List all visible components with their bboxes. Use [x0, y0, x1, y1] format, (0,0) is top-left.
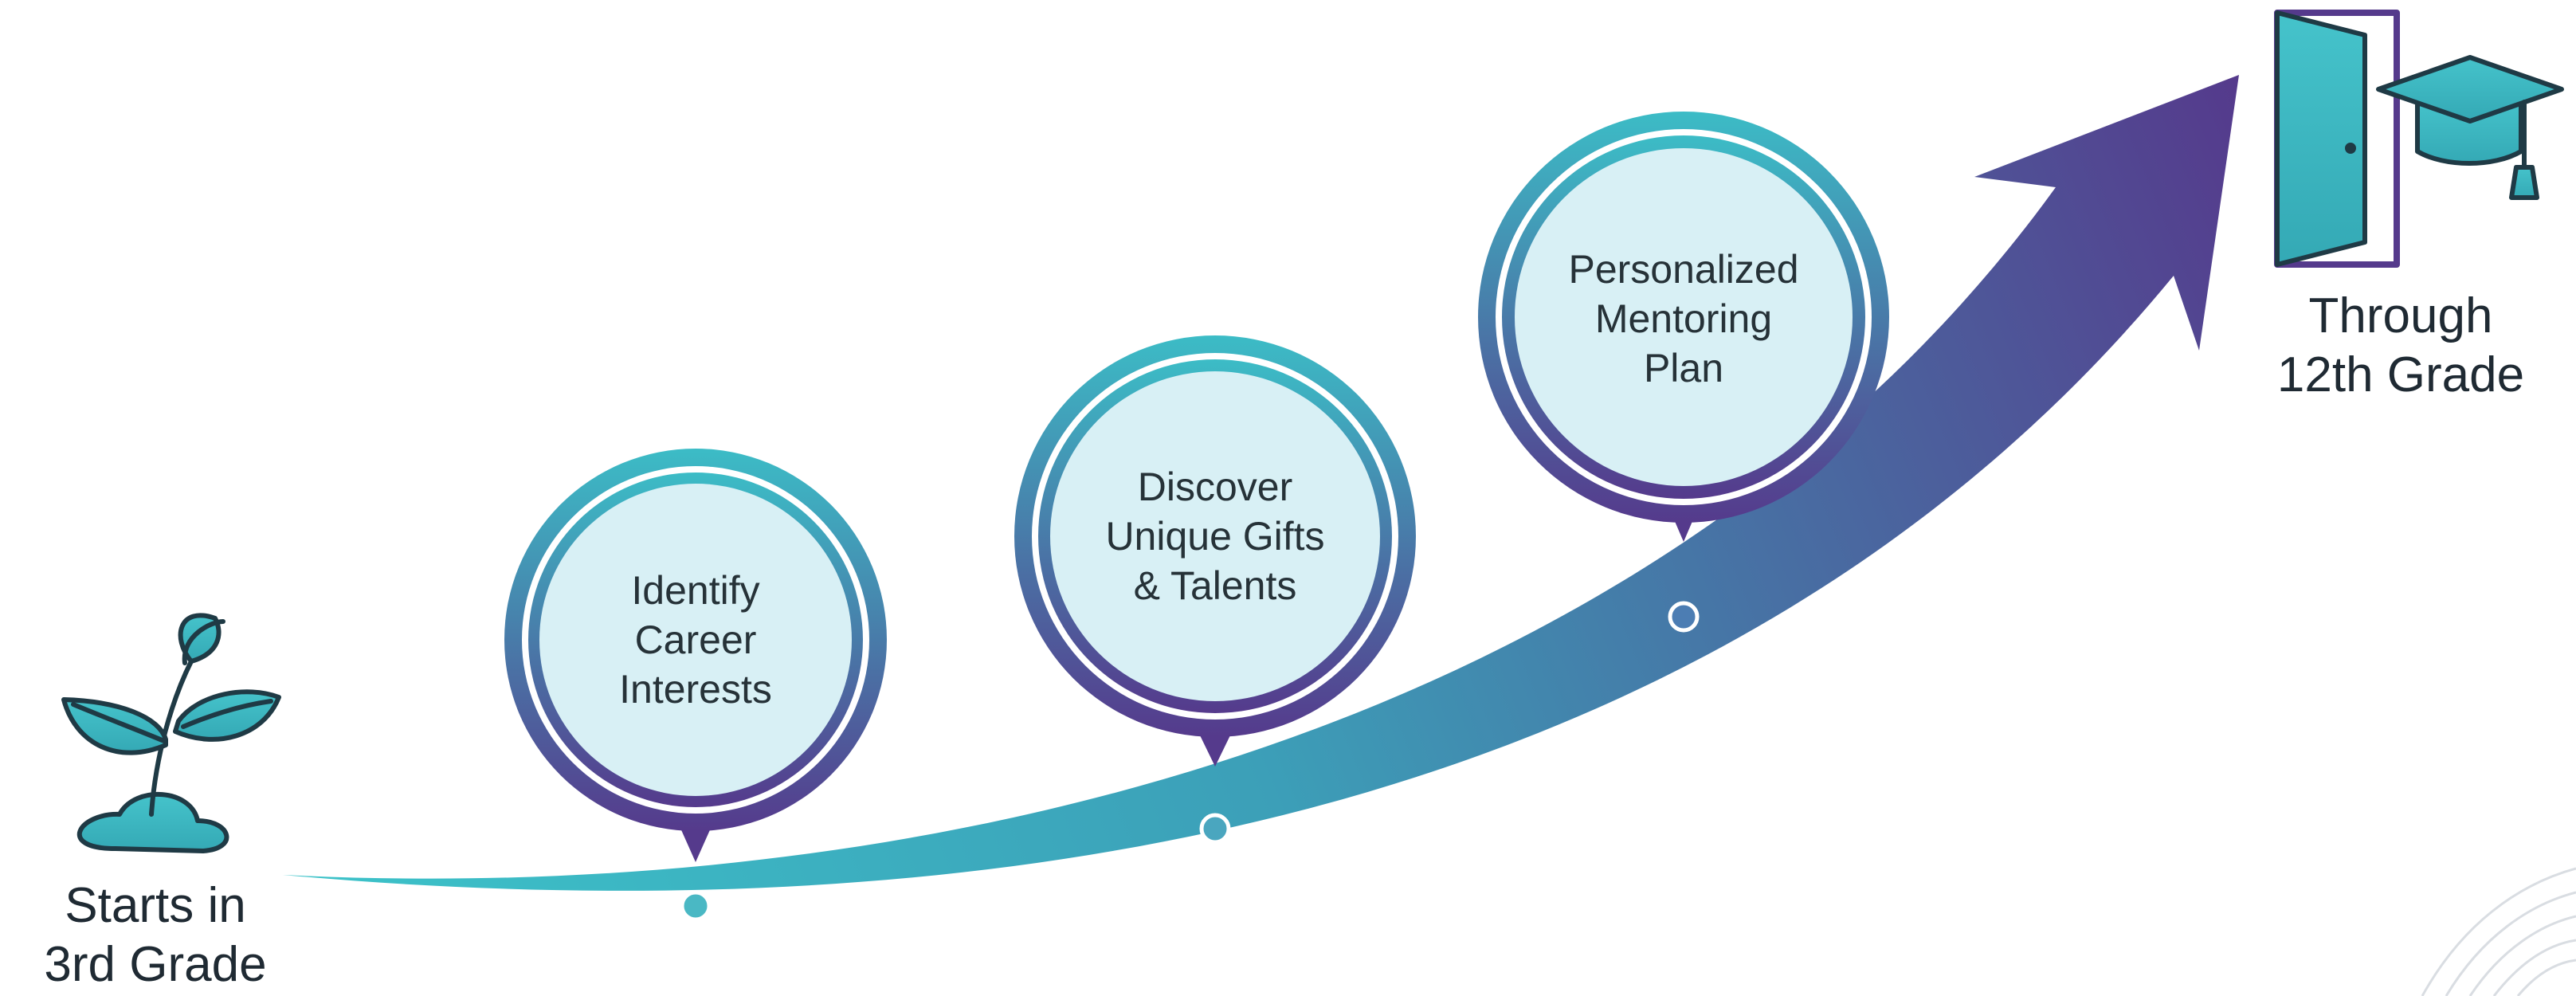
graduation-door-icon: [2274, 10, 2564, 268]
arrow-dot-1: [680, 890, 712, 922]
end-label-line-1: Through: [2308, 288, 2493, 343]
arrow-dot-2: [1199, 813, 1231, 845]
arrow-dot-3: [1668, 601, 1700, 633]
milestone-3-label: Personalized Mentoring Plan: [1568, 247, 1799, 390]
milestone-pin-2: [1014, 335, 1416, 767]
growth-arrow: [283, 75, 2239, 891]
start-label: Starts in 3rd Grade: [24, 876, 287, 994]
milestone-pin-1: [504, 449, 887, 862]
sprout-icon: [61, 613, 281, 853]
start-label-line-2: 3rd Grade: [44, 937, 267, 992]
end-label-line-2: 12th Grade: [2276, 347, 2525, 402]
start-label-line-1: Starts in: [65, 878, 246, 933]
milestone-pin-3: [1478, 112, 1889, 542]
background-swirl-lines: [2421, 867, 2576, 996]
milestone-1-label: Identify Career Interests: [619, 568, 772, 712]
milestone-2-label: Discover Unique Gifts & Talents: [1105, 465, 1325, 608]
end-label: Through 12th Grade: [2241, 287, 2560, 405]
